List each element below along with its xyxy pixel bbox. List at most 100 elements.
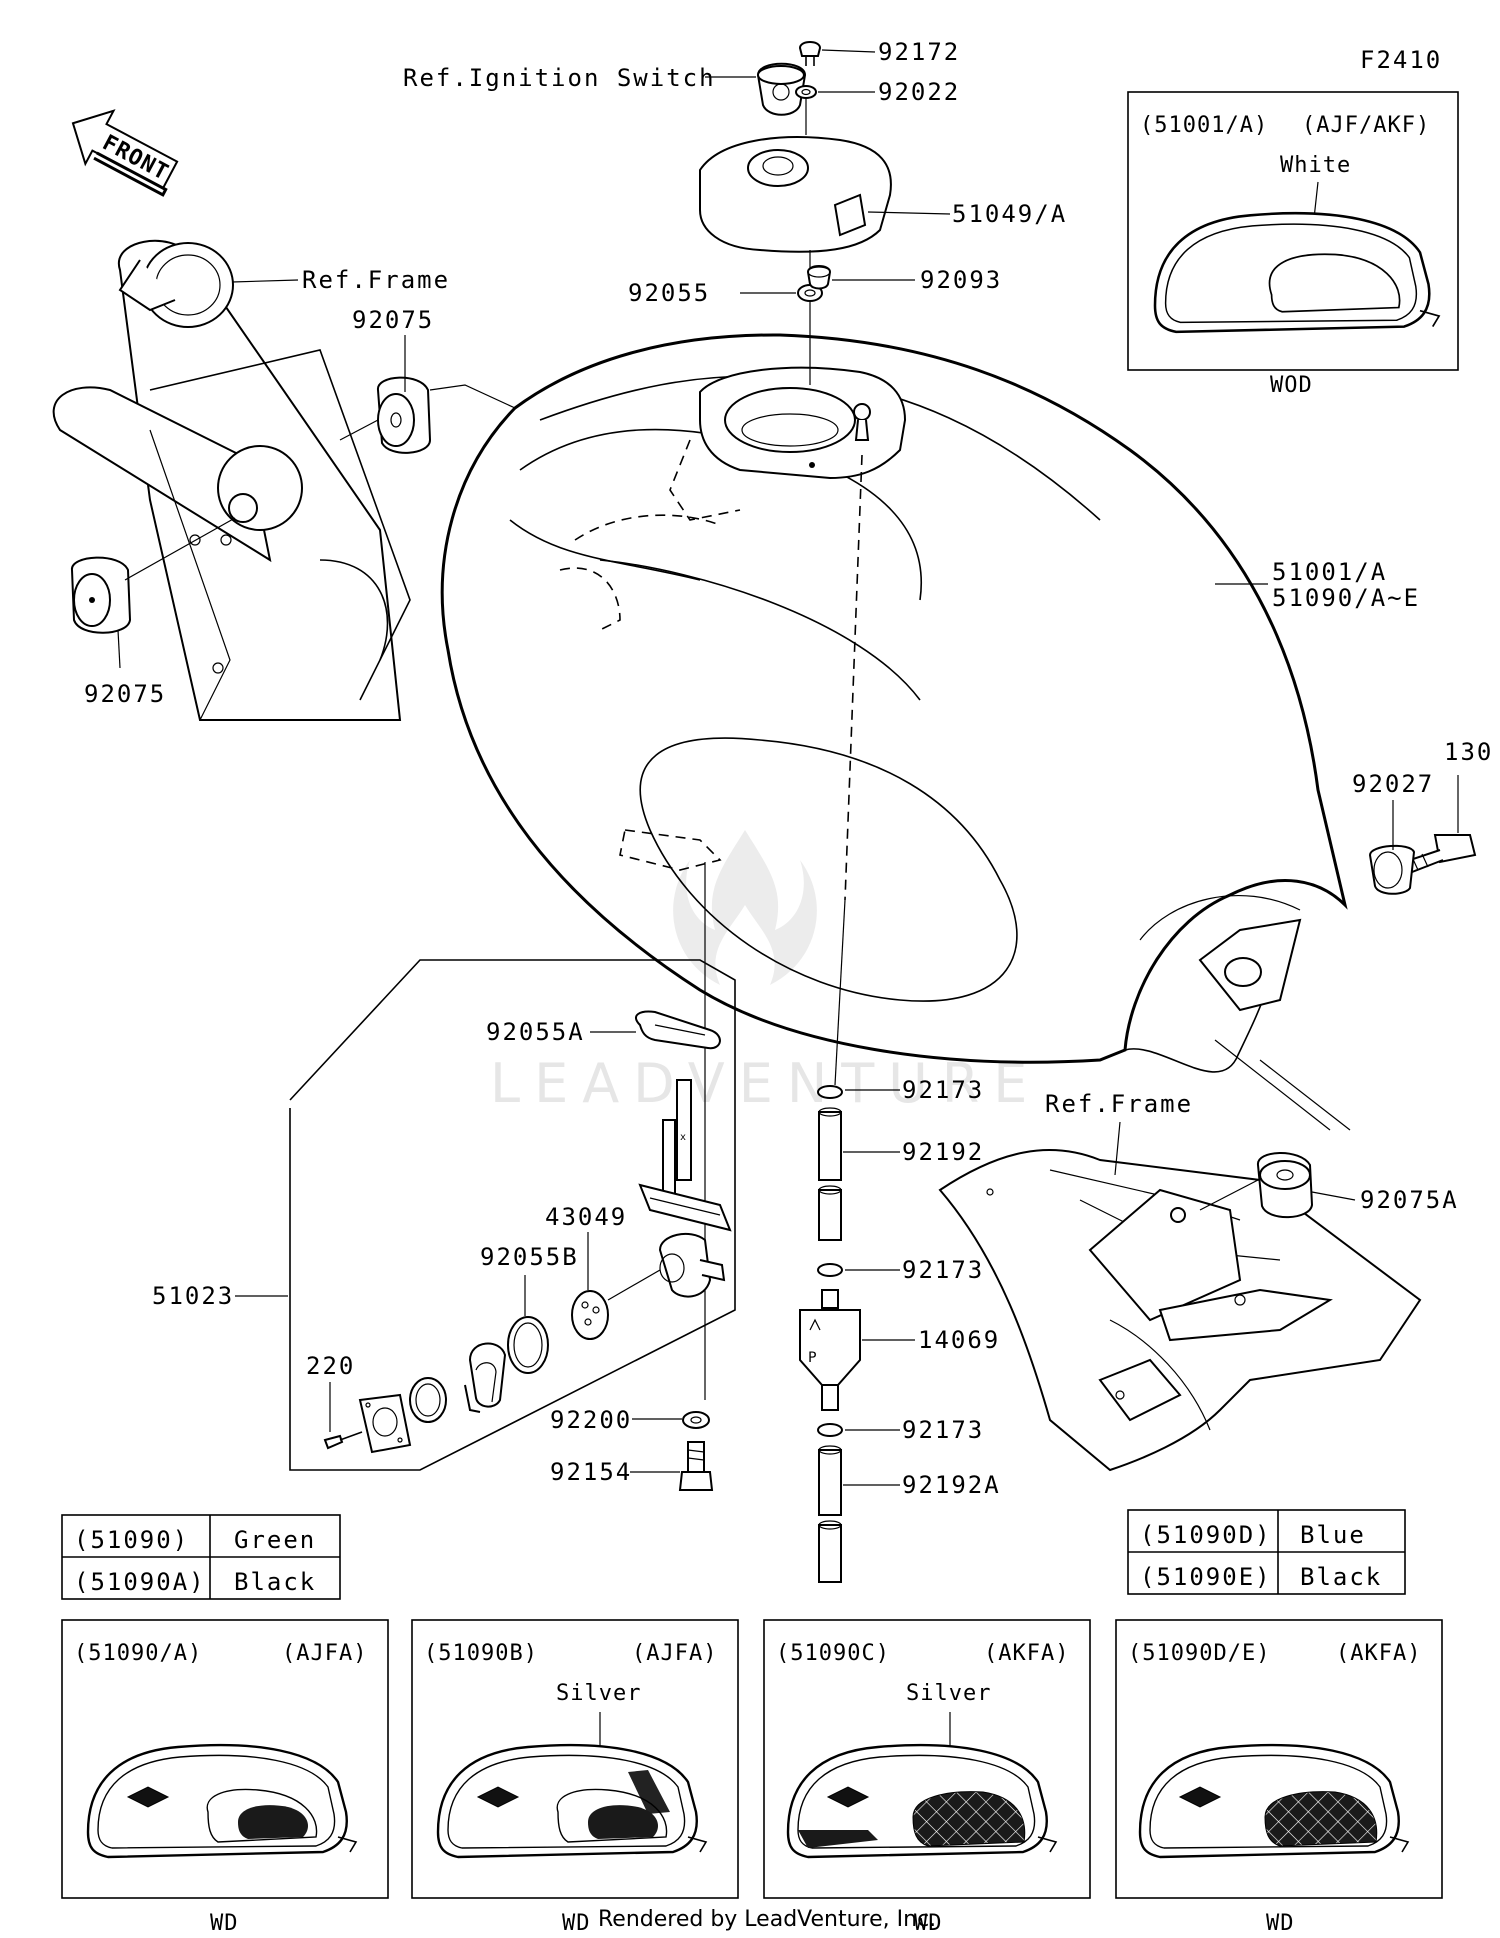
bolt-92154: 92154 (550, 1441, 714, 1491)
callout-220: 220 (306, 1352, 355, 1380)
fuel-hose-92192a: 92192A (818, 1445, 1001, 1583)
callout-92055a: 92055A (486, 1018, 585, 1046)
inset-1-foot: WD (562, 1911, 591, 1936)
fuel-tank-main (440, 333, 1351, 1131)
color-table-right: (51090D) Blue (51090E) Black (1127, 1509, 1406, 1595)
grommet-92093: 92093 (806, 265, 1002, 294)
inset-2-foot: WD (914, 1911, 943, 1936)
callout-92075a: 92075A (1360, 1186, 1459, 1214)
rubber-damper-92075-top: 92075 (339, 306, 434, 454)
callout-130: 130 (1444, 738, 1493, 766)
inset-1-tank (436, 1743, 708, 1859)
callout-51001a: 51001/A (1272, 558, 1387, 586)
front-direction-arrow: FRONT (71, 109, 179, 197)
o-ring-92055b: 92055B (480, 1243, 579, 1374)
inset-2-model: (AKFA) (984, 1641, 1069, 1666)
fuel-cock-lever (464, 1342, 507, 1413)
svg-text:P: P (808, 1350, 816, 1366)
color-left-1-color: Black (234, 1568, 316, 1596)
filler-neck (699, 366, 907, 480)
gasket-92055a: 92055A (486, 1010, 721, 1050)
frame-head-drawing: Ref.Frame (52, 239, 450, 721)
inset-51090c: (51090C) (AKFA) Silver WD (763, 1619, 1091, 1936)
hose-clamp-92173-c: 92173 (817, 1416, 984, 1444)
inset-2-tank (786, 1743, 1058, 1859)
washer-92200: 92200 (550, 1406, 710, 1434)
ignition-lock-cylinder: Ref.Ignition Switch (403, 62, 807, 116)
watermark-flame-logo (673, 830, 817, 985)
callout-92022: 92022 (878, 78, 960, 106)
screw-92172: 92172 (798, 38, 960, 66)
inset-0-foot: WD (210, 1911, 239, 1936)
inset-top-tank (1153, 211, 1441, 334)
hose-clamp-92173-b: 92173 (817, 1256, 984, 1284)
color-right-1-color: Black (1300, 1563, 1382, 1591)
footer-credit: Rendered by LeadVenture, Inc. (598, 1907, 936, 1932)
inset-0-tank (86, 1743, 358, 1859)
fuel-cock-o-ring (409, 1377, 447, 1423)
inset-2-code: (51090C) (776, 1641, 890, 1666)
svg-text:x: x (680, 1132, 686, 1143)
callout-92055b: 92055B (480, 1243, 579, 1271)
diagram-code: F2410 (1360, 46, 1442, 74)
color-left-1-code: (51090A) (74, 1568, 206, 1596)
callout-51090ae: 51090/A~E (1272, 584, 1420, 612)
lever-43049: 43049 (545, 1203, 661, 1340)
color-left-0-color: Green (234, 1526, 316, 1554)
fuel-cock-body: x (638, 1079, 732, 1298)
rubber-damper-92075a: 92075A (1199, 1152, 1459, 1219)
washer-92055: 92055 (628, 250, 823, 385)
inset-top-color: White (1280, 153, 1351, 178)
inset-top-code: (51001/A) (1140, 113, 1268, 138)
callout-92173-a: 92173 (902, 1076, 984, 1104)
callout-92075-left: 92075 (84, 680, 166, 708)
color-right-1-code: (51090E) (1140, 1563, 1272, 1591)
inset-3-tank (1138, 1743, 1410, 1859)
inset-0-model: (AJFA) (282, 1641, 367, 1666)
inset-51090b: (51090B) (AJFA) Silver WD (411, 1619, 739, 1936)
callout-92172: 92172 (878, 38, 960, 66)
callout-14069: 14069 (918, 1326, 1000, 1354)
inset-1-code: (51090B) (424, 1641, 538, 1666)
collar-92027: 92027 (1352, 770, 1434, 895)
callout-92154: 92154 (550, 1458, 632, 1486)
ref-ignition-switch: Ref.Ignition Switch (403, 64, 716, 92)
inset-top-model: (AJF/AKF) (1302, 113, 1430, 138)
fuel-cock-plate (358, 1393, 412, 1454)
screw-220: 220 (306, 1352, 363, 1450)
watermark-text: LEADVENTURE (490, 1052, 1041, 1115)
callout-92200: 92200 (550, 1406, 632, 1434)
color-right-0-code: (51090D) (1140, 1521, 1272, 1549)
inset-51090de: (51090D/E) (AKFA) WD (1115, 1619, 1443, 1936)
ref-frame-bottom: Ref.Frame (1045, 1090, 1193, 1118)
inset-top-foot: WOD (1270, 373, 1313, 398)
fuel-line-guide-dashed (844, 454, 863, 901)
inset-51090a: (51090/A) (AJFA) WD (61, 1619, 389, 1936)
callout-92055: 92055 (628, 279, 710, 307)
inset-3-model: (AKFA) (1336, 1641, 1421, 1666)
callout-51049a: 51049/A (952, 200, 1067, 228)
callout-92093: 92093 (920, 266, 1002, 294)
color-left-0-code: (51090) (74, 1526, 189, 1554)
fuel-cock-assembly-51023: 51023 (152, 862, 736, 1471)
frame-rear-drawing: Ref.Frame (938, 1090, 1422, 1472)
inset-2-color: Silver (906, 1681, 991, 1706)
callout-92027: 92027 (1352, 770, 1434, 798)
callout-92075-top: 92075 (352, 306, 434, 334)
ref-frame-top: Ref.Frame (302, 266, 450, 294)
rubber-damper-92075-left: 92075 (71, 517, 236, 708)
inset-3-code: (51090D/E) (1128, 1641, 1270, 1666)
inset-3-foot: WD (1266, 1911, 1295, 1936)
callout-92192: 92192 (902, 1138, 984, 1166)
callout-92192a: 92192A (902, 1471, 1001, 1499)
callout-51023: 51023 (152, 1282, 234, 1310)
inset-0-code: (51090/A) (74, 1641, 202, 1666)
hose-clamp-92173-a: 92173 (817, 1076, 984, 1104)
callout-92173-b: 92173 (902, 1256, 984, 1284)
callout-92173-c: 92173 (902, 1416, 984, 1444)
fuel-filter-14069: P 14069 (799, 1289, 1000, 1411)
color-right-0-color: Blue (1300, 1521, 1366, 1549)
bolt-130: 130 (1408, 738, 1493, 874)
fuel-hose-92192: 92192 (818, 1107, 984, 1241)
cap-cover-51049a: 51049/A (699, 136, 1067, 253)
